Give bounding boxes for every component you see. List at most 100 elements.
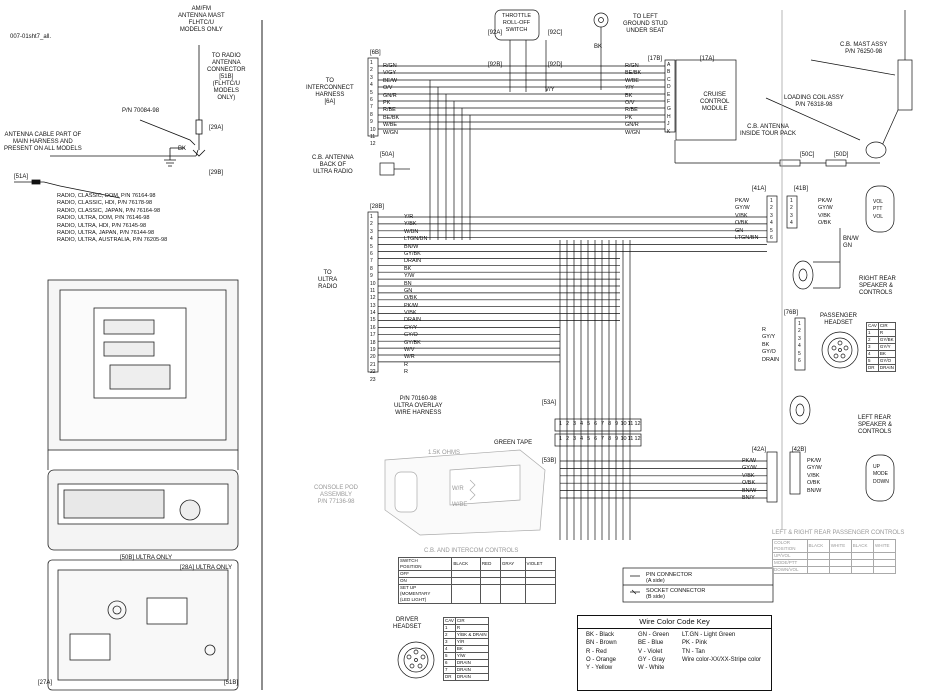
pin-number: 1 (558, 436, 563, 442)
to-interconnect-label: TO INTERCONNECT HARNESS [6A] (306, 78, 354, 105)
cb-intercom-cell: VIOLET (524, 557, 557, 571)
control-button-label: UP (873, 464, 880, 470)
pin-number: 3 (798, 335, 801, 342)
pin-number: 20 (370, 354, 376, 361)
pin-letter: J (667, 121, 670, 128)
wire-color-label: GY/W (807, 465, 822, 472)
pin-number: 3 (770, 212, 773, 219)
pin-number: 2 (798, 328, 801, 335)
connector-41b: [41B] (794, 186, 809, 192)
pin-number: 4 (798, 343, 801, 350)
wire-color-label: W/BN (404, 228, 419, 235)
pin-number: 6 (593, 421, 598, 427)
pin-number: 4 (770, 220, 773, 227)
wire-color-label: DRAIN (404, 258, 422, 265)
cb-intercom-cell: RED (479, 557, 501, 571)
color-key-entry: V - Violet (638, 648, 663, 655)
color-key-entry: BE - Blue (638, 640, 664, 647)
passenger-headset-cell: DRAIN (877, 364, 896, 372)
connector-53b: [53B] (542, 458, 557, 464)
loading-coil-label: LOADING COIL ASSY P/N 76318-98 (784, 95, 844, 108)
pin-number: 11 (370, 133, 376, 140)
wire-color-label: BK (762, 341, 770, 348)
wbe-label: W/BE (452, 502, 468, 508)
color-key-entry: R - Red (586, 648, 607, 655)
pin-number: 3 (790, 212, 793, 219)
connector-28a: [28A] ULTRA ONLY (180, 565, 233, 571)
connector-29b: [29B] (209, 170, 224, 176)
passenger-headset-cell: 2 (866, 336, 879, 344)
connector-92d: [92D] (548, 62, 563, 68)
pin-number: 7 (600, 421, 605, 427)
color-key-entry: GN - Green (638, 632, 670, 638)
driver-headset-cell: Y/R (454, 638, 489, 646)
pn-70160-label: P/N 70160-98 ULTRA OVERLAY WIRE HARNESS (394, 396, 443, 416)
pin-number: 9 (614, 421, 619, 427)
cb-intercom-cell: OFF (397, 570, 453, 578)
antenna-mast-label: AM/FM ANTENNA MAST FLHTC/U MODELS ONLY (178, 6, 225, 33)
connector-29a: [29A] (209, 125, 224, 131)
pin-letter: E (667, 91, 671, 98)
passenger-controls-cell: WHITE (828, 539, 852, 553)
wire-color-label: GY/O (404, 332, 418, 339)
wire-color-label: V/BK (818, 212, 831, 219)
connector-51b: [51B] (224, 680, 239, 686)
color-key-entry: Wire color-XX/XX-Stripe color (682, 656, 762, 663)
pin-number: 11 (627, 436, 634, 442)
wire-color-label: DRAIN (762, 356, 780, 363)
pin-number: 14 (370, 310, 376, 317)
passenger-headset-cell: CAV (866, 322, 879, 330)
passenger-headset-label: PASSENGER HEADSET (820, 313, 857, 326)
radio-model: RADIO, CLASSIC, JAPAN, P/N 76164-98 (57, 207, 161, 214)
wire-color-label: V/GY (383, 70, 397, 77)
pin-number: 4 (370, 82, 373, 89)
passenger-headset-cell: BK (877, 350, 896, 358)
wire-color-label: O/V (625, 99, 635, 106)
driver-headset-cell: DRAIN (454, 666, 489, 674)
cb-intercom-cell (451, 577, 481, 585)
wire-color-label: R/GN (383, 63, 397, 69)
cruise-module-label: CRUISE CONTROL MODULE (700, 92, 730, 112)
driver-headset-cell: 3 (443, 638, 456, 646)
wire-color-label: Y/R (404, 214, 414, 220)
radio-model: RADIO, ULTRA, DOM, P/N 76146-98 (57, 215, 150, 222)
wire-color-label: PK/W (807, 458, 822, 464)
pin-number: 5 (370, 243, 373, 250)
passenger-controls-cell (806, 559, 830, 567)
driver-headset-cell: 1 (443, 624, 456, 632)
pin-letter: K (667, 128, 671, 135)
cb-intercom-cell (451, 570, 481, 578)
wire-color-label: PK/W (742, 458, 757, 464)
wire-color-label: BN (404, 280, 412, 287)
color-key-entry: O - Orange (586, 656, 617, 663)
pin-number: 4 (790, 220, 793, 227)
pin-number: 10 (620, 436, 627, 442)
wire-color-label: PK/W (735, 198, 750, 204)
color-key-entry: GY - Gray (638, 656, 665, 663)
cb-intercom-cell (499, 584, 526, 604)
pin-number: 4 (579, 421, 584, 427)
wire-color-label: GY/O (762, 349, 776, 356)
wire-color-label: W/R (404, 354, 415, 361)
pin-number: 2 (370, 67, 373, 74)
connector-17b: [17B] (648, 56, 663, 62)
connector-27a: [27A] (38, 680, 53, 686)
driver-headset-cell: 5 (443, 652, 456, 660)
passenger-controls-cell: COLOR POSITION (772, 539, 808, 553)
wire-color-label: BE/BK (625, 70, 642, 77)
throttle-switch-label: THROTTLE ROLL-OFF SWITCH (502, 13, 532, 33)
radio-model-list: RADIO, CLASSIC, DOM, P/N 76164-98 RADIO,… (57, 192, 167, 244)
connector-50c: [50C] (800, 152, 815, 158)
pin-number: 5 (370, 89, 373, 96)
pin-number: 8 (370, 111, 373, 118)
radio-model: RADIO, CLASSIC, DOM, P/N 76164-98 (57, 193, 156, 199)
